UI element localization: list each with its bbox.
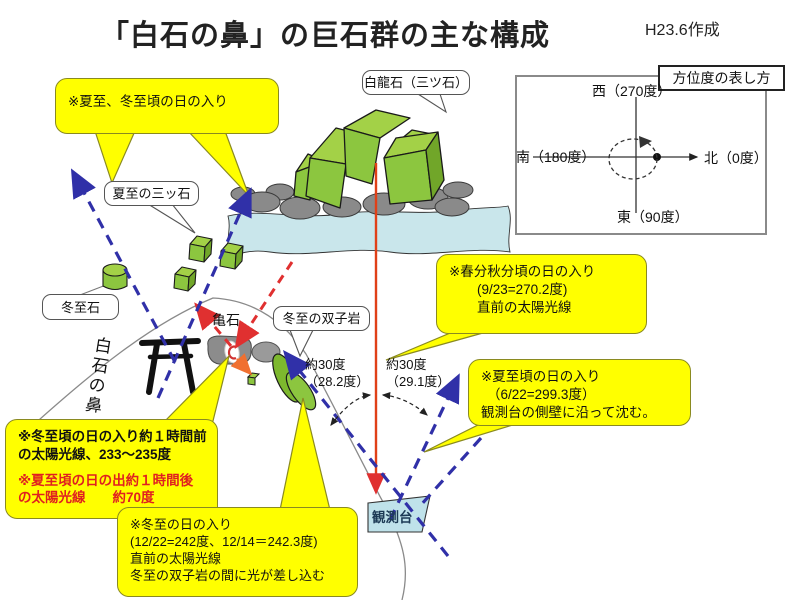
angle-arcs	[330, 392, 428, 426]
label-kameishi: 亀石	[212, 312, 240, 328]
label-kansokudai: 観測台	[372, 510, 413, 525]
callout-solstice-sunsets-text: ※夏至、冬至頃の日の入り	[68, 94, 228, 109]
toujiseki-connector	[79, 284, 107, 296]
small-cube	[246, 372, 261, 386]
label-hakuryu: 白龍石（三ツ石）	[362, 70, 470, 95]
callout-line: 冬至の双子岩の間に光が差し込む	[130, 568, 326, 584]
callout-line: (9/23=270.2度)	[477, 281, 568, 297]
callout-line: ※春分秋分頃の日の入り	[449, 264, 596, 279]
angle-right-line2: （29.1度）	[386, 373, 451, 389]
callout-summer-sunset: ※夏至頃の日の入り （6/22=299.3度） 観測台の側壁に沿って沈む。	[468, 359, 691, 426]
compass-east-label: 東（90度）	[617, 209, 689, 225]
rotation-arrowhead	[639, 136, 652, 148]
created-date: H23.6作成	[645, 22, 720, 39]
callout-solstice-sunsets: ※夏至、冬至頃の日の入り	[55, 78, 279, 134]
compass-figure	[533, 97, 699, 213]
label-geshi-mitsuishi: 夏至の三ッ石	[104, 181, 199, 206]
callout-line: （6/22=299.3度）	[487, 386, 596, 402]
callout-line: ※冬至頃の日の入り約１時間前	[18, 429, 207, 444]
toujiseki-stone	[102, 263, 128, 291]
geshi-mitsuishi-stones	[173, 235, 244, 292]
observation-platform	[367, 495, 431, 533]
torii-icon	[139, 338, 201, 395]
compass-north-label: 北（0度）	[704, 150, 768, 166]
kameishi-rock	[207, 335, 281, 365]
compass-south-label: 南（180度）	[516, 149, 596, 165]
label-futago: 冬至の双子岩	[273, 306, 370, 331]
callout-line: ※冬至の日の入り	[130, 517, 232, 532]
angle-left: 約30度 （28.2度）	[305, 357, 369, 391]
red-sun-rays	[194, 261, 294, 376]
callout-equinox-sunset: ※春分秋分頃の日の入り (9/23=270.2度) 直前の太陽光線	[436, 254, 647, 334]
callout-winter-sunset: ※冬至の日の入り (12/22=242度、12/14＝242.3度) 直前の太陽…	[117, 507, 358, 597]
compass-west-label: 西（270度）	[592, 83, 672, 99]
angle-left-line2: （28.2度）	[305, 373, 370, 389]
callout-line: 直前の太陽光線	[130, 551, 222, 567]
blue-sightlines	[70, 168, 483, 558]
label-toujiseki: 冬至石	[42, 294, 119, 320]
callout-line: の太陽光線、233～235度	[18, 446, 172, 462]
angle-right-line1: 約30度	[386, 357, 427, 372]
callout-line: (12/22=242度、12/14＝242.3度)	[130, 534, 318, 550]
callout-winter-before-sunset: ※冬至頃の日の入り約１時間前 の太陽光線、233～235度 ※夏至頃の日の出約１…	[5, 419, 218, 519]
callout-line: 観測台の側壁に沿って沈む。	[481, 404, 656, 420]
megalith-hakuryu	[293, 109, 445, 209]
sea-water	[227, 205, 511, 259]
callout-line: 直前の太陽光線	[477, 299, 572, 315]
page-title: 「白石の鼻」の巨石群の主な構成	[100, 20, 551, 52]
angle-right: 約30度 （29.1度）	[386, 357, 450, 391]
compass-panel	[515, 75, 767, 235]
callout-line-red: の太陽光線 約70度	[18, 490, 155, 506]
compass-panel-title: 方位度の表し方	[658, 65, 785, 91]
callout-line: ※夏至頃の日の入り	[481, 369, 601, 384]
angle-left-line1: 約30度	[305, 357, 346, 372]
label-tails	[146, 93, 448, 358]
callout-line-red: ※夏至頃の日の出約１時間後	[18, 472, 194, 488]
